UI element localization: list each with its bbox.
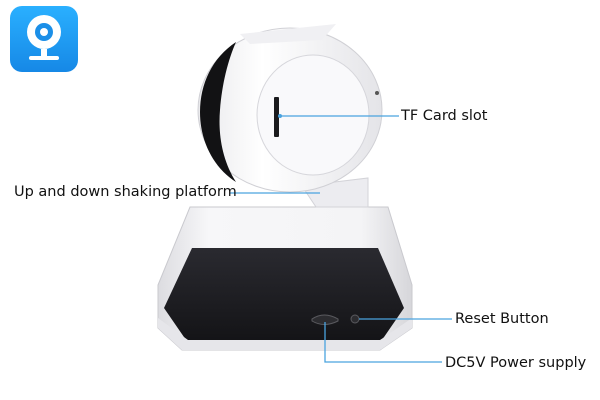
power-port bbox=[311, 314, 339, 325]
power-leader-line bbox=[324, 322, 442, 363]
tf-card-slot-label: TF Card slot bbox=[401, 108, 488, 124]
camera-head bbox=[197, 24, 383, 193]
tf-card-slot bbox=[274, 97, 279, 137]
ports bbox=[311, 314, 360, 325]
camera-app-icon bbox=[10, 6, 78, 72]
camera-base bbox=[157, 206, 413, 351]
leader-lines bbox=[230, 114, 452, 363]
reset-button-hole bbox=[350, 314, 360, 324]
platform-label: Up and down shaking platform bbox=[14, 184, 237, 200]
power-supply-label: DC5V Power supply bbox=[445, 355, 587, 371]
reset-button-label: Reset Button bbox=[455, 311, 549, 327]
